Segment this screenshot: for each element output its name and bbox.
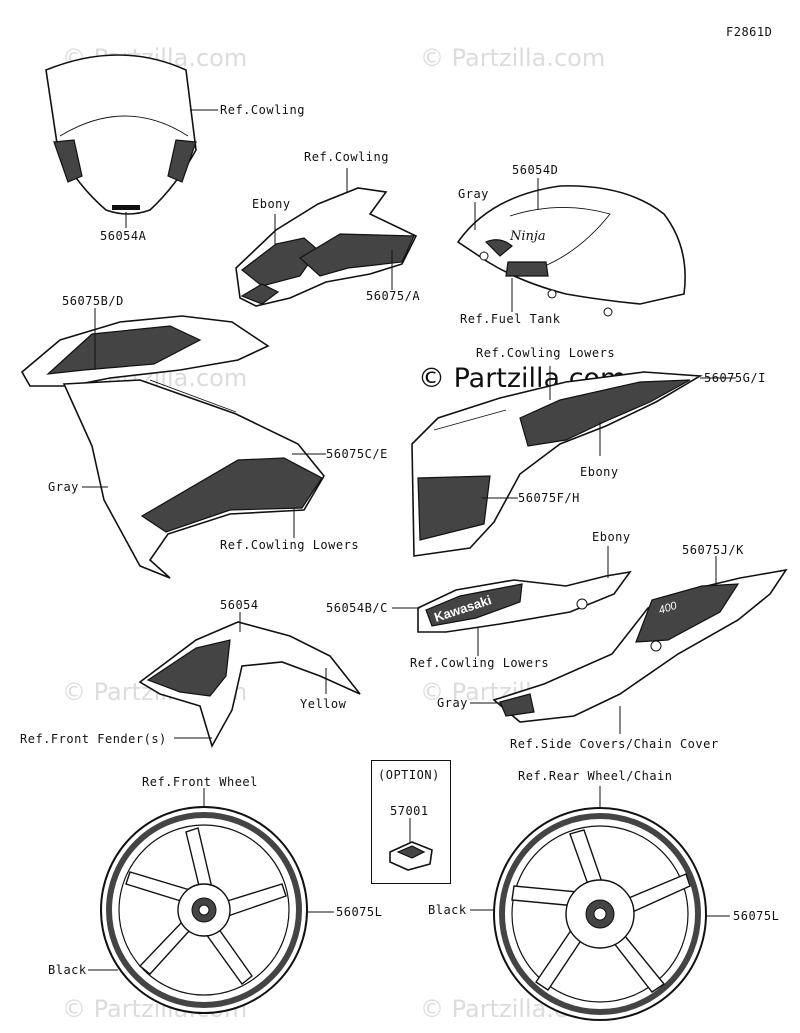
front-wheel-part[interactable] (100, 806, 308, 1014)
label-ref-front-wheel[interactable]: Ref.Front Wheel (142, 775, 258, 789)
label-ref-cowling-lowers[interactable]: Ref.Cowling Lowers (476, 346, 616, 360)
label-part-56075j-k[interactable]: 56075J/K (682, 543, 744, 557)
label-ref-rear-wheel[interactable]: Ref.Rear Wheel/Chain (518, 769, 673, 783)
label-ebony: Ebony (580, 465, 619, 479)
middle-cowling-part[interactable] (62, 379, 325, 579)
label-gray: Gray (437, 696, 468, 710)
option-decal-part[interactable] (389, 841, 433, 871)
label-part-56075f-h[interactable]: 56075F/H (518, 491, 580, 505)
fuel-tank-part[interactable] (456, 185, 686, 317)
label-gray: Gray (458, 187, 489, 201)
label-ebony: Ebony (592, 530, 631, 544)
label-part-57001[interactable]: 57001 (390, 804, 429, 818)
label-ref-side-covers[interactable]: Ref.Side Covers/Chain Cover (510, 737, 719, 751)
label-ebony: Ebony (252, 197, 291, 211)
tail-cowling-part[interactable] (235, 187, 418, 307)
cowling-lower-part[interactable] (417, 570, 632, 633)
label-part-56075l[interactable]: 56075L (336, 905, 383, 919)
label-ref-fuel-tank[interactable]: Ref.Fuel Tank (460, 312, 561, 326)
label-ref-cowling-lowers[interactable]: Ref.Cowling Lowers (220, 538, 360, 552)
watermark: © Partzilla.com (420, 44, 606, 72)
side-cover-part[interactable] (492, 568, 788, 723)
label-part-56075-a[interactable]: 56075/A (366, 289, 421, 303)
label-ref-cowling[interactable]: Ref.Cowling (220, 103, 305, 117)
label-part-56054b-c[interactable]: 56054B/C (326, 601, 388, 615)
label-gray: Gray (48, 480, 79, 494)
rear-wheel-part[interactable] (493, 807, 707, 1021)
model-decal-text: 400 (657, 599, 679, 616)
label-ref-front-fender[interactable]: Ref.Front Fender(s) (20, 732, 167, 746)
label-black: Black (48, 963, 87, 977)
label-black: Black (428, 903, 467, 917)
figure-code: F2861D (726, 25, 773, 39)
label-part-56075b-d[interactable]: 56075B/D (62, 294, 124, 308)
label-yellow: Yellow (300, 697, 347, 711)
label-ref-cowling-lowers[interactable]: Ref.Cowling Lowers (410, 656, 550, 670)
windscreen-part[interactable] (45, 54, 197, 215)
upper-cowling-part[interactable] (20, 315, 270, 387)
label-ref-cowling[interactable]: Ref.Cowling (304, 150, 389, 164)
option-box (371, 760, 451, 884)
label-part-56054[interactable]: 56054 (220, 598, 259, 612)
label-part-56075g-i[interactable]: 56075G/I (704, 371, 766, 385)
label-part-56075c-e[interactable]: 56075C/E (326, 447, 388, 461)
ninja-decal-text: Ninja (509, 229, 546, 244)
side-cowling-part[interactable] (411, 371, 703, 557)
label-part-56075l[interactable]: 56075L (733, 909, 780, 923)
label-part-56054a[interactable]: 56054A (100, 229, 147, 243)
front-fender-part[interactable] (138, 621, 361, 749)
label-part-56054d[interactable]: 56054D (512, 163, 559, 177)
label-option: (OPTION) (378, 768, 440, 782)
